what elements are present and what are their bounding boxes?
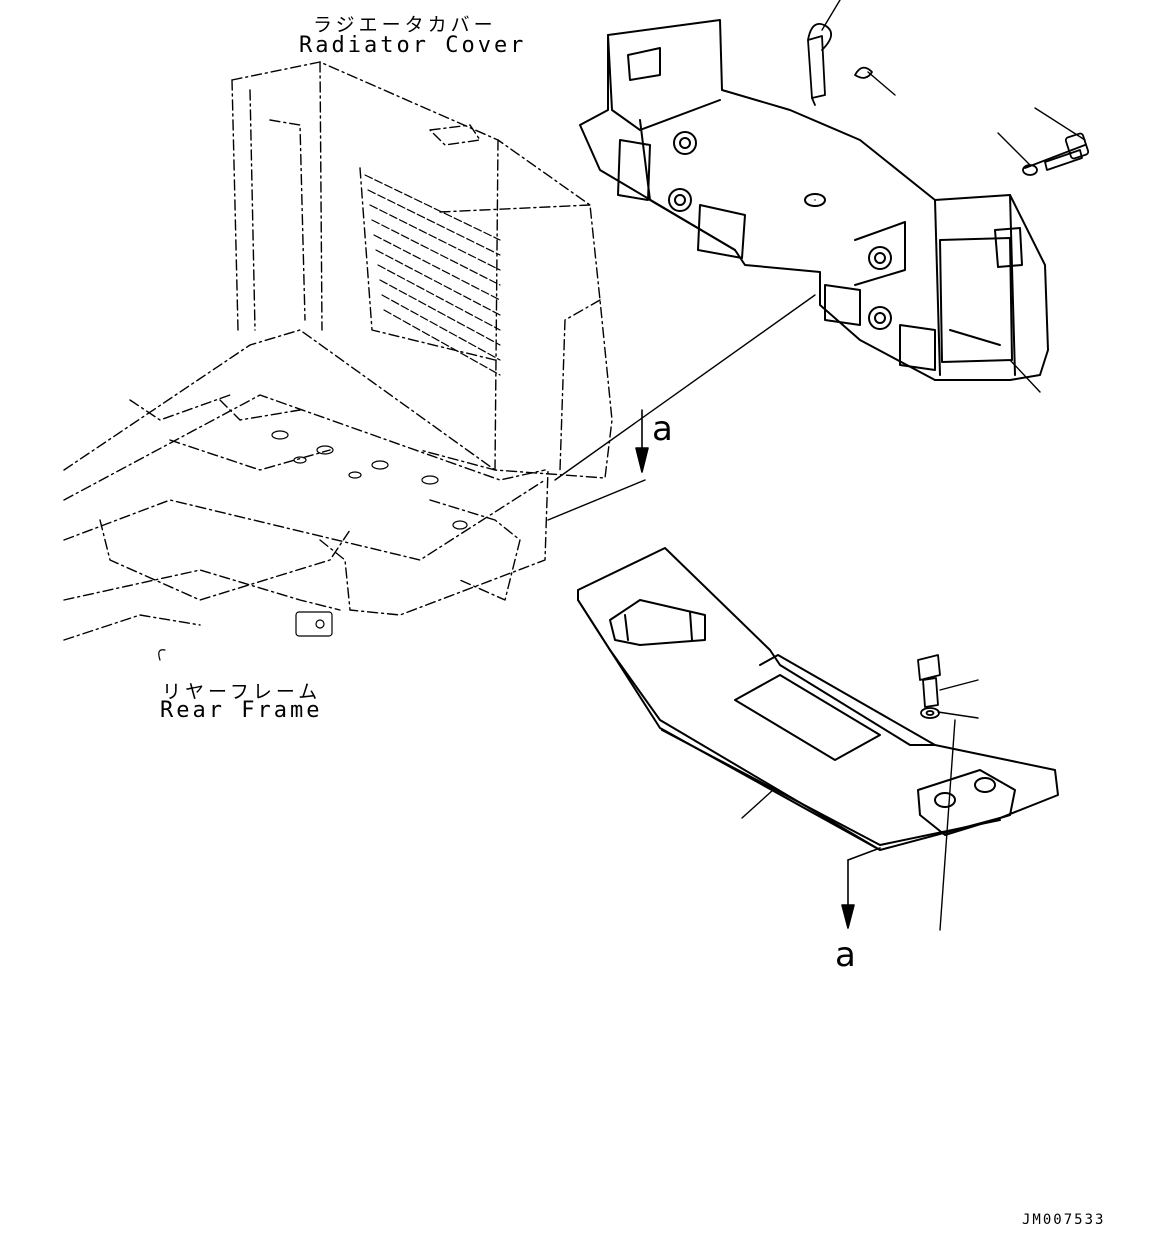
- radiator-cover-outline: [231, 61, 613, 479]
- hardware-parts: [807, 22, 1090, 176]
- rear-frame-holes: [158, 430, 468, 661]
- radiator-cover-label-en: Radiator Cover: [299, 33, 527, 58]
- rear-frame-outline: [63, 329, 549, 641]
- rear-frame-label-jp: リヤーフレーム: [162, 681, 322, 703]
- view-mark-top: a: [652, 409, 673, 449]
- radiator-grille: [364, 174, 501, 376]
- plate-bolt-washer: [917, 654, 941, 719]
- view-mark-bottom: a: [835, 935, 856, 975]
- radiator-cover-label-jp: ラジエータカバー: [313, 14, 497, 36]
- drawing-code: JM007533: [1022, 1212, 1106, 1228]
- view-arrow-top: [635, 409, 649, 473]
- counterweight: [579, 19, 1049, 381]
- under-guard-plate: [577, 547, 1059, 851]
- leader-lines: [547, 0, 1086, 931]
- view-arrow-bottom: [841, 847, 881, 929]
- rear-frame-label-en: Rear Frame: [160, 698, 323, 723]
